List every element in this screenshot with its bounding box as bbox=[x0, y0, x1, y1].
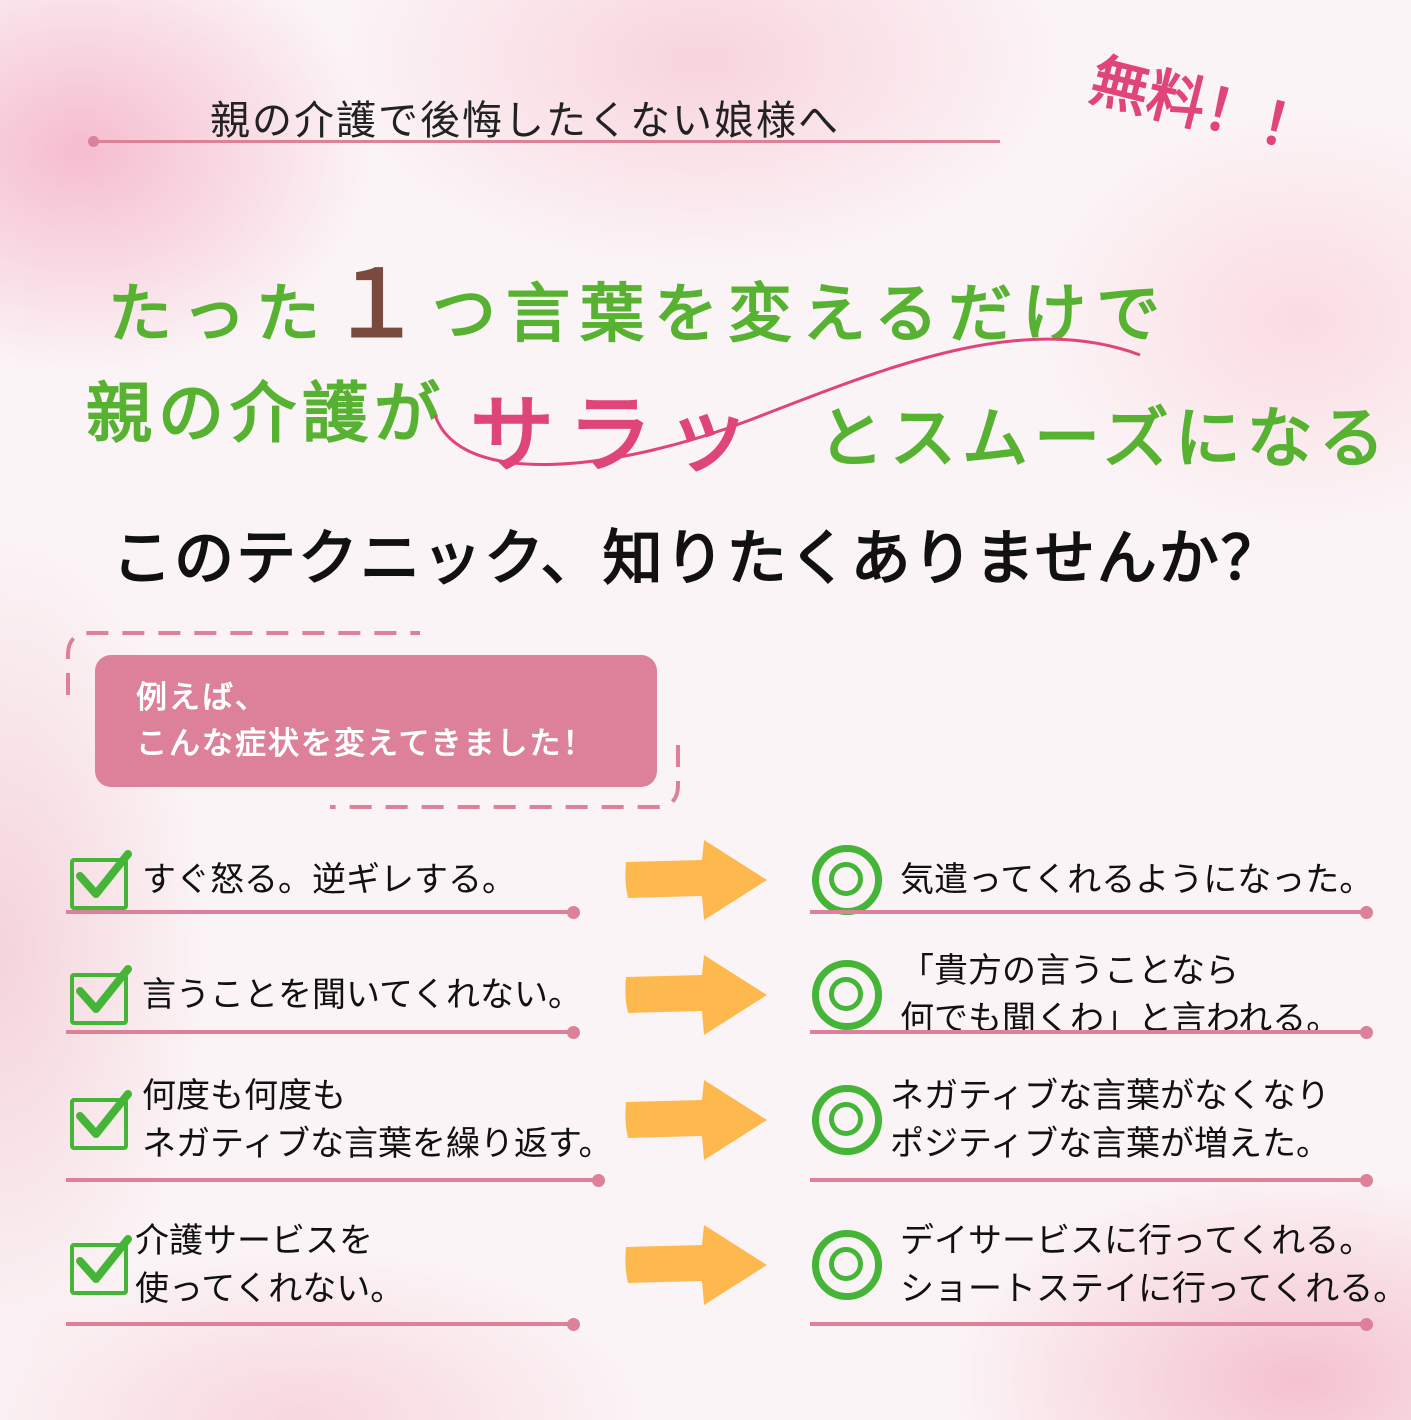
subtitle: 親の介護で後悔したくない娘様へ bbox=[210, 98, 840, 144]
checkbox-icon bbox=[70, 1243, 128, 1295]
checkbox-icon bbox=[70, 1098, 128, 1150]
underline-dot bbox=[1360, 906, 1373, 919]
after-text: 「貴方の言うことなら何でも聞くわ」と言われる。 bbox=[900, 947, 1340, 1043]
underline-dot bbox=[88, 136, 99, 147]
checkmark-icon bbox=[76, 1090, 132, 1138]
row-underline bbox=[66, 1322, 571, 1326]
underline-dot bbox=[567, 906, 580, 919]
before-line: ネガティブな言葉を繰り返す。 bbox=[142, 1124, 613, 1164]
row-underline bbox=[66, 1178, 596, 1182]
after-line: 何でも聞くわ」と言われる。 bbox=[900, 999, 1341, 1039]
row-underline bbox=[66, 1030, 571, 1034]
double-circle-icon bbox=[812, 1230, 882, 1300]
callout-text: 例えば、 こんな症状を変えてきました！ bbox=[136, 675, 596, 767]
row-underline bbox=[810, 1030, 1365, 1034]
underline-dot bbox=[567, 1318, 580, 1331]
underline-dot bbox=[1360, 1174, 1373, 1187]
headline-number: １ bbox=[330, 251, 433, 358]
checkmark-icon bbox=[76, 1235, 132, 1283]
before-line: すぐ怒る。逆ギレする。 bbox=[142, 860, 516, 900]
before-text: 言うことを聞いてくれない。 bbox=[142, 971, 582, 1019]
underline-dot bbox=[592, 1174, 605, 1187]
arrow-right-icon bbox=[625, 840, 767, 920]
before-text: 何度も何度もネガティブな言葉を繰り返す。 bbox=[142, 1072, 613, 1168]
row-underline bbox=[66, 910, 571, 914]
arrow-right-icon bbox=[625, 1080, 767, 1160]
after-text: 気遣ってくれるようになった。 bbox=[900, 856, 1373, 904]
headline-line2-start: 親の介護が bbox=[86, 375, 446, 452]
after-line: 気遣ってくれるようになった。 bbox=[900, 860, 1374, 900]
headline-text: たった bbox=[108, 278, 330, 352]
after-line: 「貴方の言うことなら bbox=[900, 951, 1239, 991]
callout-line: こんな症状を変えてきました！ bbox=[136, 726, 596, 762]
underline-dot bbox=[1360, 1026, 1373, 1039]
arrow-right-icon bbox=[625, 1225, 767, 1305]
double-circle-icon bbox=[812, 845, 882, 915]
callout-line: 例えば、 bbox=[136, 680, 268, 716]
underline-dot bbox=[567, 1026, 580, 1039]
row-underline bbox=[810, 1322, 1365, 1326]
free-badge: 無料！！ bbox=[1084, 45, 1326, 168]
double-circle-icon bbox=[812, 960, 882, 1030]
checkbox-icon bbox=[70, 973, 128, 1025]
after-line: ネガティブな言葉がなくなり bbox=[890, 1076, 1330, 1116]
question-heading: このテクニック、知りたくありませんか？ bbox=[112, 524, 1283, 594]
callout-box bbox=[95, 655, 657, 787]
underline-dot bbox=[1360, 1318, 1373, 1331]
row-underline bbox=[810, 1178, 1365, 1182]
swoosh-decoration bbox=[433, 337, 1141, 466]
double-circle-icon bbox=[812, 1085, 882, 1155]
after-line: ポジティブな言葉が増えた。 bbox=[890, 1124, 1330, 1164]
after-line: ショートステイに行ってくれる。 bbox=[900, 1269, 1408, 1309]
before-line: 介護サービスを bbox=[135, 1221, 373, 1261]
after-text: デイサービスに行ってくれる。ショートステイに行ってくれる。 bbox=[900, 1217, 1407, 1313]
before-line: 何度も何度も bbox=[142, 1076, 346, 1116]
before-line: 言うことを聞いてくれない。 bbox=[142, 975, 582, 1015]
subtitle-underline bbox=[92, 140, 1000, 143]
before-text: 介護サービスを使ってくれない。 bbox=[135, 1217, 404, 1313]
after-text: ネガティブな言葉がなくなりポジティブな言葉が増えた。 bbox=[890, 1072, 1330, 1168]
checkbox-icon bbox=[70, 858, 128, 910]
arrow-right-icon bbox=[625, 955, 767, 1035]
callout-frame bbox=[66, 631, 680, 809]
before-line: 使ってくれない。 bbox=[135, 1269, 405, 1309]
checkmark-icon bbox=[76, 850, 132, 898]
before-text: すぐ怒る。逆ギレする。 bbox=[142, 856, 516, 904]
row-underline bbox=[810, 910, 1365, 914]
checkmark-icon bbox=[76, 965, 132, 1013]
after-line: デイサービスに行ってくれる。 bbox=[900, 1221, 1374, 1261]
headline-line2-end: とスムーズになる bbox=[818, 400, 1391, 477]
